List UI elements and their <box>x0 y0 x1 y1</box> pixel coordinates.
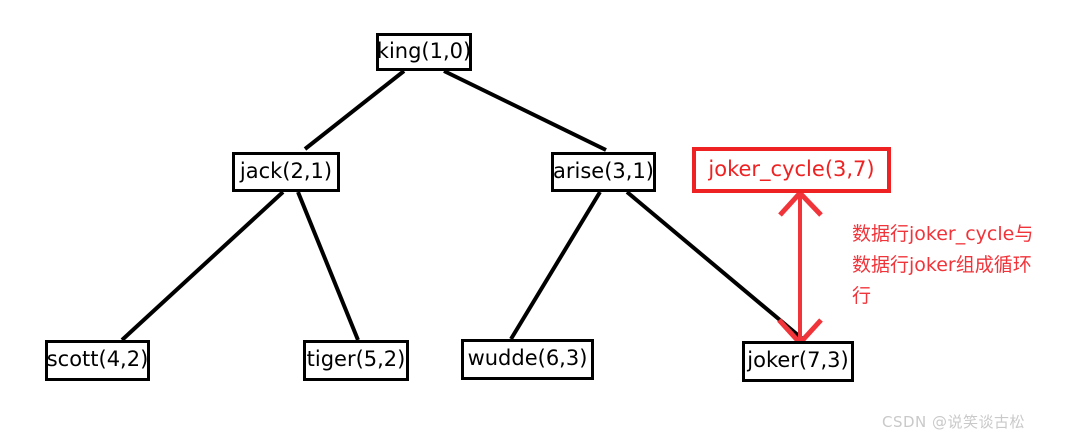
node-arise[interactable]: arise(3,1) <box>551 152 656 192</box>
cycle-annotation-line-1: 数据行joker_cycle与 <box>852 223 1034 245</box>
node-king-label: king(1,0) <box>376 38 472 63</box>
cycle-double-arrow <box>777 189 823 347</box>
node-scott[interactable]: scott(4,2) <box>45 340 150 381</box>
node-tiger[interactable]: tiger(5,2) <box>303 340 409 381</box>
node-joker[interactable]: joker(7,3) <box>742 341 854 382</box>
node-tiger-label: tiger(5,2) <box>306 347 406 371</box>
node-joker-cycle[interactable]: joker_cycle(3,7) <box>692 147 891 193</box>
edge-arise-wudde <box>509 190 602 341</box>
node-joker-cycle-label: joker_cycle(3,7) <box>708 156 875 181</box>
cycle-annotation-line-2: 数据行joker组成循环 <box>852 254 1032 276</box>
node-scott-label: scott(4,2) <box>46 347 149 371</box>
cycle-annotation-line-3: 行 <box>852 285 872 307</box>
node-jack[interactable]: jack(2,1) <box>232 152 340 192</box>
node-king[interactable]: king(1,0) <box>376 33 472 71</box>
node-wudde-label: wudde(6,3) <box>467 346 588 370</box>
cycle-annotation: 数据行joker_cycle与 数据行joker组成循环 行 <box>852 219 1066 312</box>
node-joker-label: joker(7,3) <box>747 348 849 372</box>
edge-king-arise <box>443 69 607 152</box>
edge-king-jack <box>303 69 406 151</box>
watermark: CSDN @说笑谈古松 <box>882 413 1026 431</box>
node-arise-label: arise(3,1) <box>553 158 654 183</box>
edge-arise-joker <box>625 190 807 343</box>
edge-jack-scott <box>120 190 285 342</box>
node-jack-label: jack(2,1) <box>239 158 333 183</box>
edge-jack-tiger <box>296 191 360 341</box>
node-wudde[interactable]: wudde(6,3) <box>461 339 594 380</box>
